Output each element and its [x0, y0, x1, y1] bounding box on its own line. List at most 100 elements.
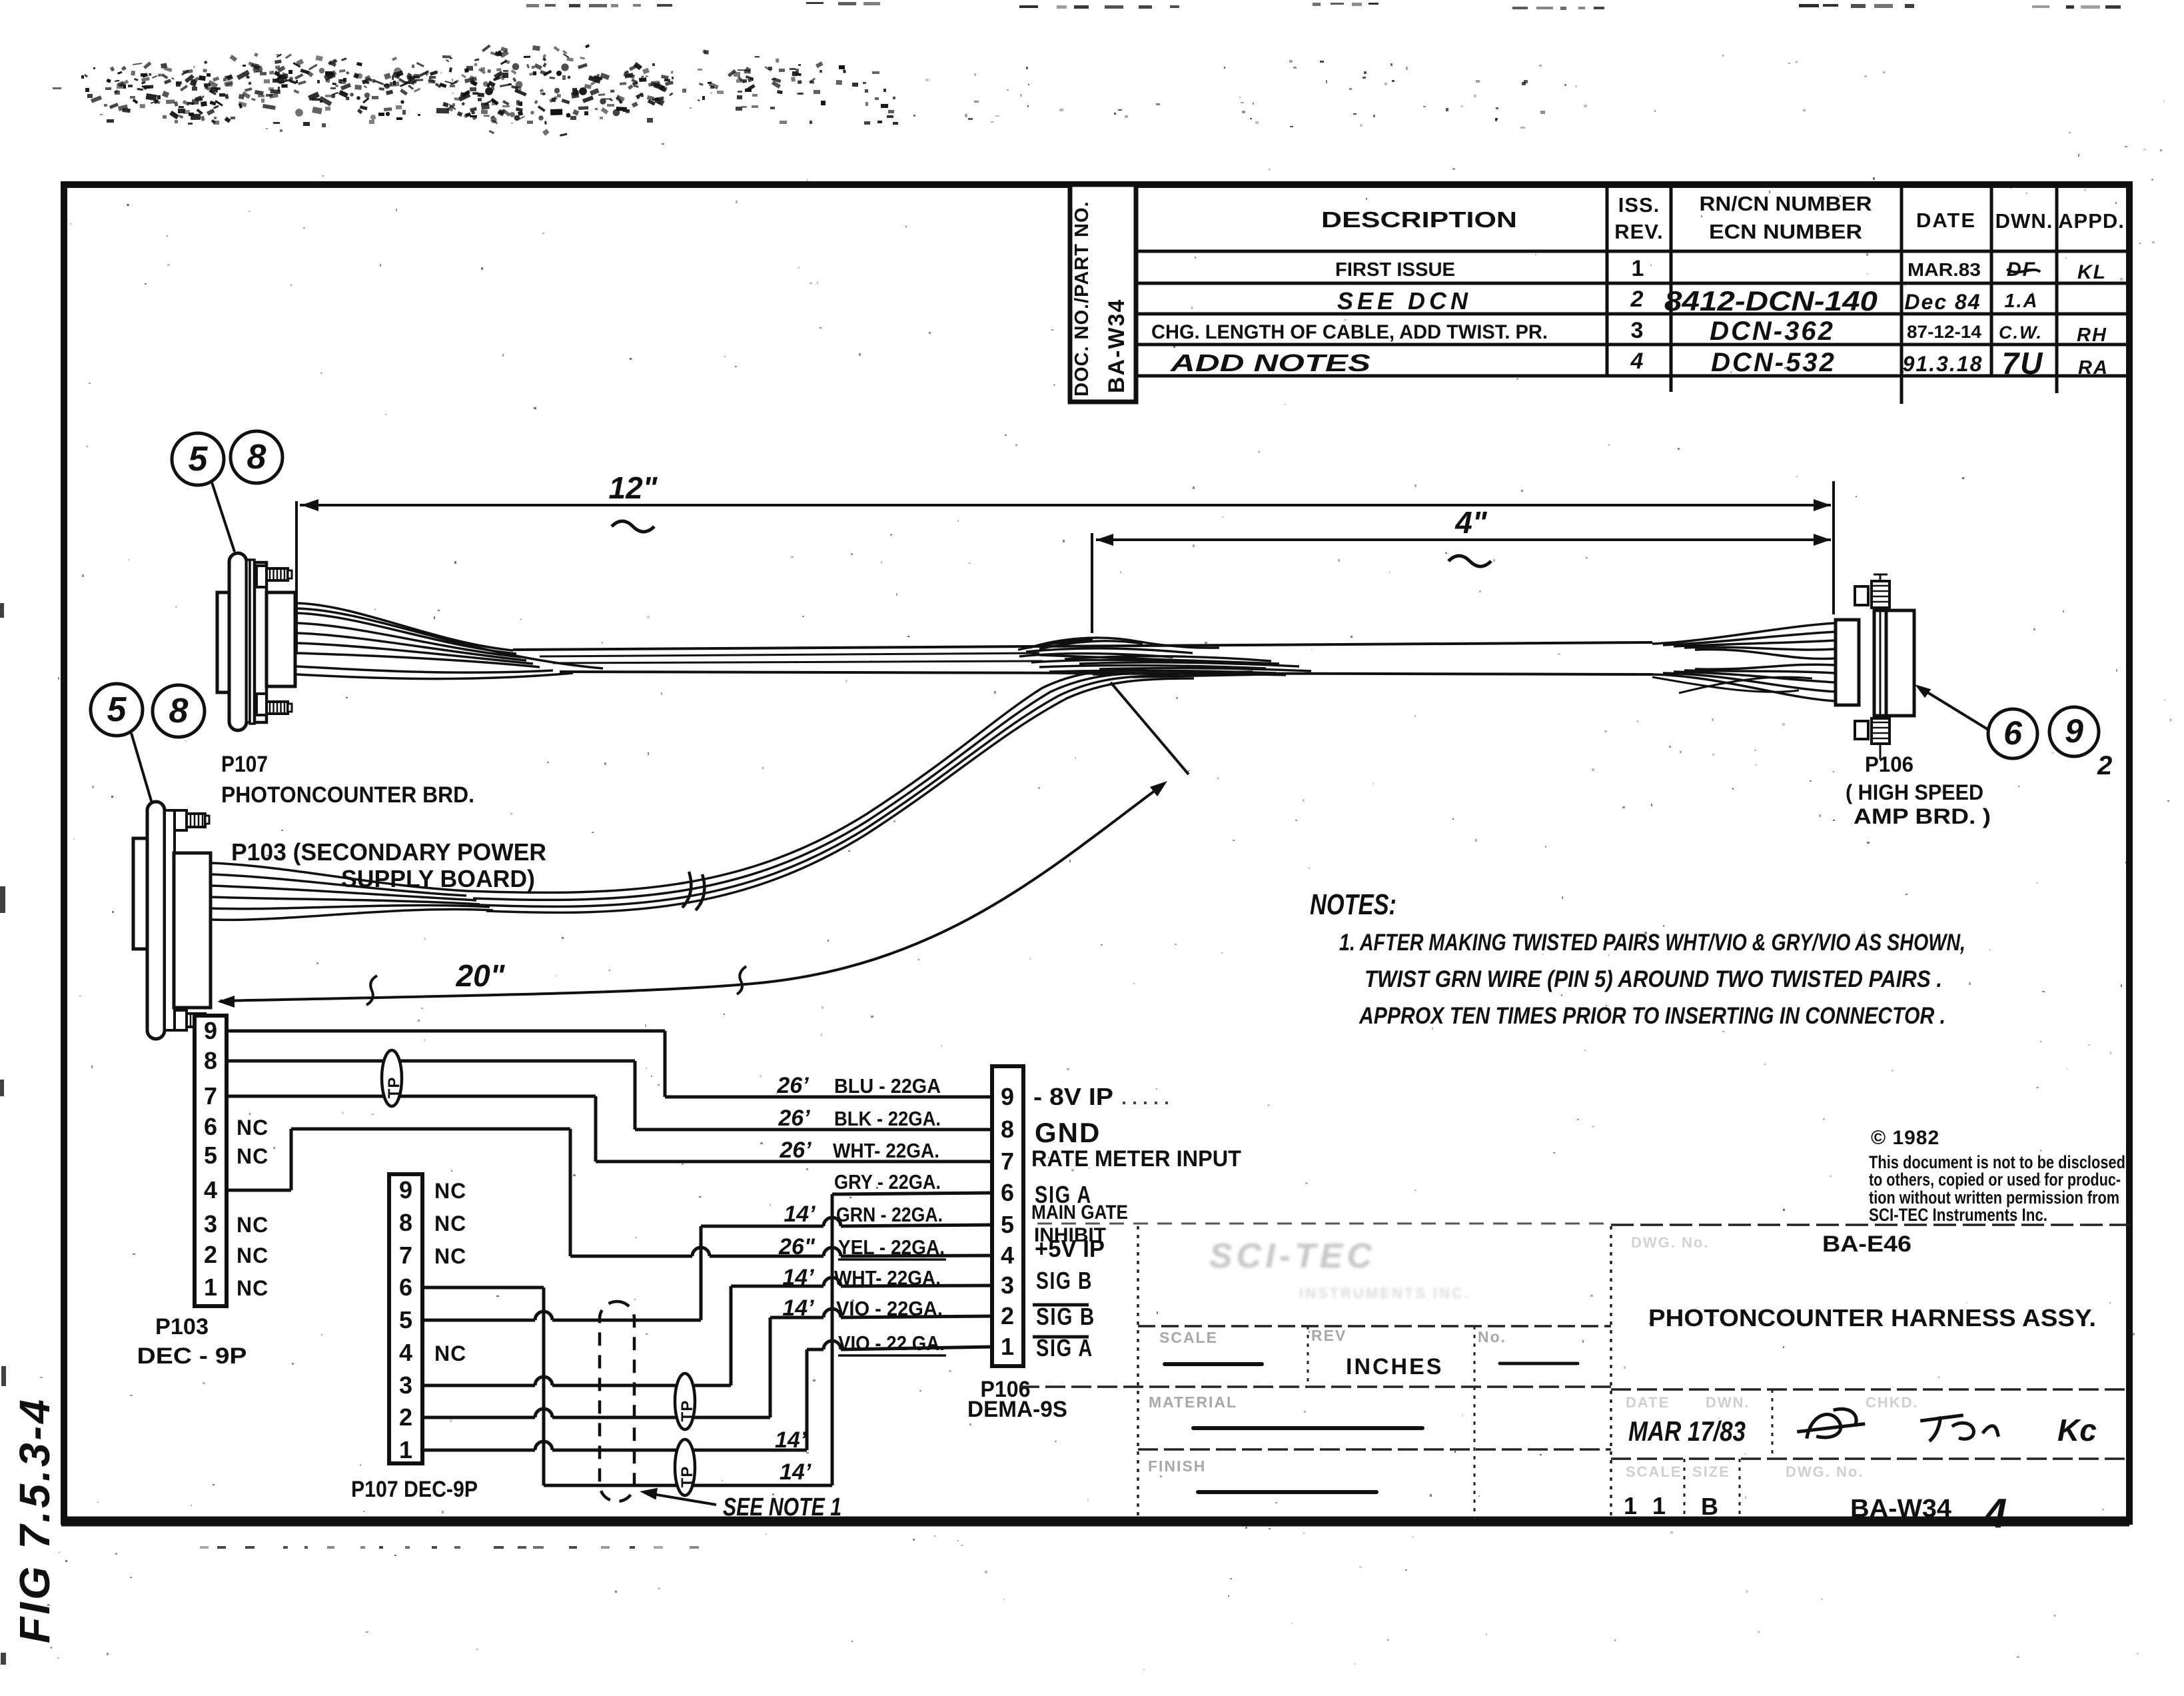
svg-text:8: 8: [204, 1047, 217, 1074]
svg-text:YEL - 22GA.: YEL - 22GA.: [838, 1236, 945, 1259]
svg-text:9: 9: [1001, 1083, 1014, 1110]
svg-text:5: 5: [1001, 1211, 1014, 1238]
svg-text:BA-E46: BA-E46: [1822, 1232, 1911, 1257]
svg-text:RA: RA: [2078, 357, 2109, 379]
svg-text:APPROX TEN TIMES PRIOR TO INSE: APPROX TEN TIMES PRIOR TO INSERTING IN C…: [1359, 1003, 1945, 1029]
svg-text:SIZE: SIZE: [1692, 1463, 1730, 1480]
svg-text:SIG B: SIG B: [1036, 1267, 1093, 1294]
svg-text:SIG B: SIG B: [1036, 1303, 1095, 1330]
svg-text:DWN.: DWN.: [1995, 209, 2053, 233]
svg-text:TP: TP: [678, 1400, 696, 1422]
svg-text:9: 9: [204, 1017, 217, 1044]
svg-text:14’: 14’: [782, 1295, 814, 1321]
svg-text:GRN - 22GA.: GRN - 22GA.: [836, 1203, 943, 1226]
svg-text:RATE METER INPUT: RATE METER INPUT: [1031, 1146, 1241, 1172]
svg-text:( HIGH SPEED: ( HIGH SPEED: [1846, 780, 1983, 804]
svg-text:14’: 14’: [784, 1202, 816, 1227]
svg-text:CHKD.: CHKD.: [1866, 1394, 1919, 1411]
svg-text:WHT- 22GA.: WHT- 22GA.: [834, 1266, 941, 1289]
svg-text:BA-W34: BA-W34: [1104, 299, 1129, 393]
svg-text:SCALE: SCALE: [1626, 1463, 1682, 1480]
svg-text:NC: NC: [434, 1341, 466, 1365]
svg-text:NC: NC: [237, 1244, 269, 1268]
svg-text:5: 5: [189, 440, 209, 478]
svg-text:MAR.83: MAR.83: [1908, 259, 1981, 280]
svg-text:+5V IP: +5V IP: [1035, 1235, 1105, 1262]
svg-text:MAIN GATE: MAIN GATE: [1031, 1202, 1128, 1224]
svg-text:7: 7: [399, 1242, 412, 1269]
svg-text:- 8V IP: - 8V IP: [1033, 1083, 1113, 1110]
svg-text:7U: 7U: [2002, 346, 2044, 381]
svg-text:4: 4: [1983, 1491, 2007, 1537]
svg-text:20": 20": [456, 958, 506, 993]
svg-text:PHOTONCOUNTER HARNESS ASSY.: PHOTONCOUNTER HARNESS ASSY.: [1648, 1304, 2096, 1331]
svg-text:SIG A: SIG A: [1036, 1334, 1093, 1361]
svg-text:RN/CN NUMBER: RN/CN NUMBER: [1700, 192, 1872, 215]
svg-text:3: 3: [1631, 318, 1645, 343]
svg-text:14’: 14’: [782, 1265, 814, 1290]
svg-text:DOC. NO./PART NO.: DOC. NO./PART NO.: [1071, 201, 1093, 397]
svg-text:INSTRUMENTS INC.: INSTRUMENTS INC.: [1299, 1285, 1470, 1301]
svg-text:26’: 26’: [776, 1073, 809, 1098]
svg-text:NC: NC: [434, 1179, 466, 1203]
svg-text:GND: GND: [1035, 1117, 1101, 1148]
svg-text:26’: 26’: [779, 1138, 812, 1163]
svg-text:BA-W34: BA-W34: [1850, 1495, 1951, 1523]
svg-text:1: 1: [1624, 1492, 1637, 1519]
svg-text:INHIBIT: INHIBIT: [1034, 1224, 1106, 1246]
svg-text:DEMA-9S: DEMA-9S: [967, 1397, 1067, 1422]
svg-text:AMP BRD. ): AMP BRD. ): [1854, 804, 1991, 828]
svg-text:NC: NC: [434, 1244, 466, 1268]
svg-text:6: 6: [1001, 1179, 1014, 1206]
svg-text:P103: P103: [155, 1314, 209, 1339]
svg-text:Dec 84: Dec 84: [1904, 290, 1981, 314]
svg-text:1.A: 1.A: [2004, 291, 2038, 312]
svg-text:3: 3: [399, 1371, 412, 1399]
svg-text:8: 8: [169, 692, 189, 730]
svg-text:This document is not to be dis: This document is not to be disclosed: [1869, 1152, 2125, 1172]
svg-text:DCN-532: DCN-532: [1711, 348, 1836, 377]
svg-text:DEC - 9P: DEC - 9P: [137, 1343, 247, 1369]
svg-text:8: 8: [1001, 1116, 1014, 1143]
svg-text:tion without written permissio: tion without written permission from: [1869, 1188, 2119, 1208]
svg-text:8412-DCN-140: 8412-DCN-140: [1664, 285, 1878, 317]
svg-text:2: 2: [1630, 287, 1645, 312]
svg-text:9: 9: [399, 1176, 412, 1204]
svg-text:FINISH: FINISH: [1148, 1457, 1206, 1475]
svg-text:SCI-TEC Instruments Inc.: SCI-TEC Instruments Inc.: [1869, 1205, 2047, 1225]
svg-text:SCALE: SCALE: [1159, 1329, 1218, 1346]
svg-text:1: 1: [1652, 1492, 1666, 1519]
svg-text:NC: NC: [237, 1276, 269, 1300]
svg-text:NC: NC: [237, 1213, 269, 1237]
svg-text:6: 6: [399, 1273, 412, 1301]
svg-text:26": 26": [778, 1234, 816, 1260]
svg-text:NC: NC: [434, 1212, 466, 1236]
svg-text:RH: RH: [2077, 325, 2107, 346]
svg-text:8: 8: [247, 438, 267, 476]
svg-text:REV: REV: [1311, 1327, 1347, 1344]
svg-text:VIO - 22GA.: VIO - 22GA.: [836, 1297, 943, 1320]
svg-text:12": 12": [609, 470, 658, 505]
svg-text:4": 4": [1454, 505, 1488, 540]
svg-text:4: 4: [1630, 349, 1645, 374]
svg-text:ISS.: ISS.: [1618, 193, 1660, 217]
svg-text:Kc: Kc: [2057, 1413, 2097, 1447]
svg-text:TP: TP: [678, 1466, 696, 1488]
svg-text:SCI-TEC: SCI-TEC: [1209, 1237, 1376, 1275]
svg-text:SEE DCN: SEE DCN: [1337, 287, 1472, 315]
svg-text:DCN-362: DCN-362: [1710, 317, 1835, 346]
svg-text:5: 5: [107, 690, 127, 729]
svg-text:NC: NC: [237, 1144, 269, 1168]
svg-text:DWG. No.: DWG. No.: [1631, 1234, 1709, 1251]
svg-text:KL: KL: [2077, 261, 2107, 283]
svg-text:8: 8: [399, 1209, 412, 1236]
svg-text:REV.: REV.: [1614, 220, 1664, 243]
svg-text:DESCRIPTION: DESCRIPTION: [1321, 207, 1517, 232]
svg-text:MAR 17/83: MAR 17/83: [1628, 1415, 1746, 1447]
svg-text:14’: 14’: [780, 1459, 812, 1485]
svg-text:ECN NUMBER: ECN NUMBER: [1709, 220, 1862, 243]
svg-text:VIO - 22 GA.: VIO - 22 GA.: [838, 1331, 945, 1355]
svg-text:PHOTONCOUNTER BRD.: PHOTONCOUNTER BRD.: [221, 782, 474, 808]
svg-text:26’: 26’: [778, 1106, 810, 1131]
svg-text:BLU - 22GA: BLU - 22GA: [834, 1074, 941, 1098]
